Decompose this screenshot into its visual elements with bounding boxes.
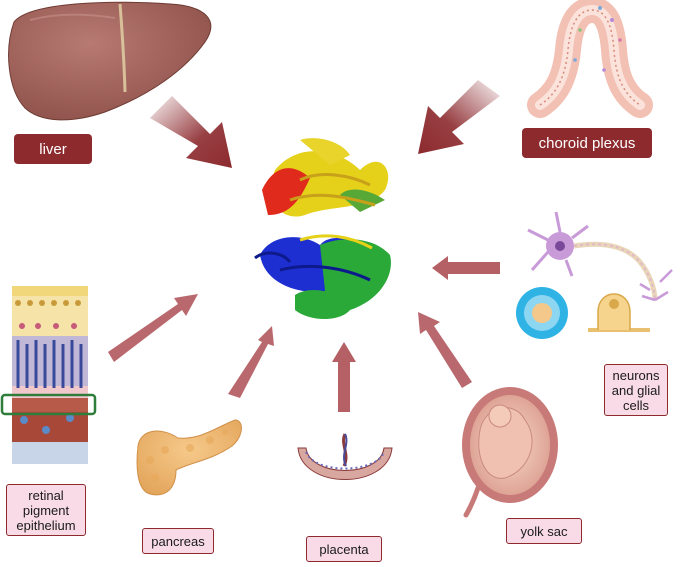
arrow-liver-to-protein	[150, 96, 232, 168]
arrow-placenta-to-protein	[332, 342, 356, 412]
choroid-plexus-illustration	[527, 0, 653, 118]
label-neurons-and-glial-cells: neurons and glial cells	[604, 364, 668, 416]
arrow-neurons-to-protein	[432, 256, 500, 280]
label-pancreas: pancreas	[142, 528, 214, 554]
protein-structure	[254, 138, 391, 319]
label-retinal-pigment-epithelium: retinal pigment epithelium	[6, 484, 86, 536]
glial-cell-illustration	[516, 287, 650, 339]
label-choroid-plexus: choroid plexus	[522, 128, 652, 158]
arrow-pancreas-to-protein	[228, 326, 274, 398]
label-yolk-sac: yolk sac	[506, 518, 582, 544]
pancreas-illustration	[136, 419, 242, 496]
arrow-yolksac-to-protein	[418, 312, 472, 388]
retina-illustration	[0, 286, 97, 464]
liver-illustration	[8, 1, 212, 121]
label-placenta: placenta	[306, 536, 382, 562]
placenta-illustration	[297, 433, 393, 480]
arrow-choroid-to-protein	[418, 80, 500, 154]
arrow-retina-to-protein	[108, 294, 198, 362]
neuron-illustration	[527, 211, 673, 302]
yolk-sac-illustration	[462, 387, 558, 518]
label-liver: liver	[14, 134, 92, 164]
